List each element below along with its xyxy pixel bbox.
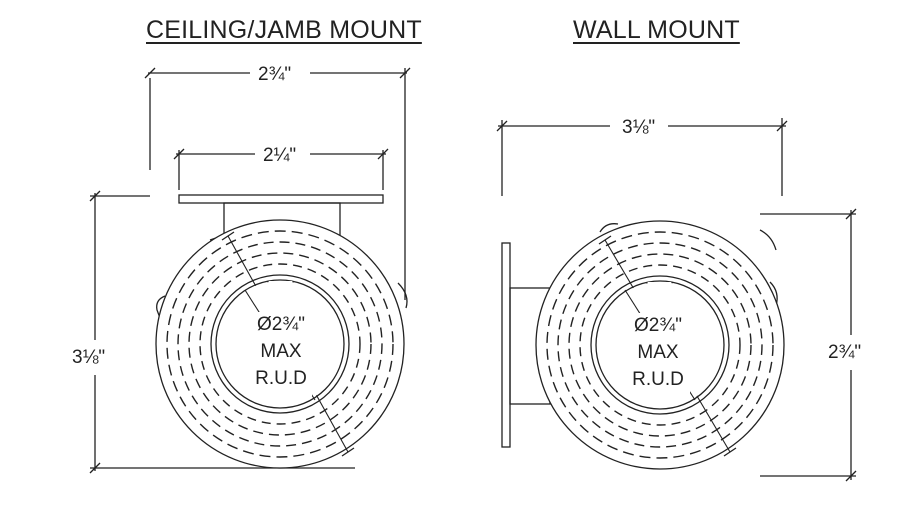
wall-hub-rud: R.U.D: [632, 369, 684, 390]
wall-hub-max: MAX: [637, 342, 679, 363]
ceiling-hub-label: Ø2¾" MAX R.U.D: [248, 312, 312, 396]
ceiling-overall-width-label: 2¾": [258, 64, 291, 85]
ceiling-hub-diameter: Ø2¾": [257, 314, 305, 335]
wall-hub-label: Ø2¾" MAX R.U.D: [626, 313, 690, 397]
wall-hub-diameter: Ø2¾": [634, 315, 682, 336]
ceiling-jamb-mount-title: CEILING/JAMB MOUNT: [146, 16, 422, 44]
ceiling-coil-rings: [166, 230, 394, 458]
ceiling-plate-width-label: 2¼": [263, 145, 296, 166]
ceiling-hub-max: MAX: [260, 341, 302, 362]
ceiling-hub-rud: R.U.D: [255, 368, 307, 389]
ceiling-overall-height-label: 3⅛": [72, 347, 105, 368]
wall-mount-title: WALL MOUNT: [573, 16, 740, 44]
wall-overall-height-label: 2¾": [828, 342, 861, 363]
wall-coil-rings: [546, 231, 774, 459]
wall-overall-width-label: 3⅛": [622, 117, 655, 138]
